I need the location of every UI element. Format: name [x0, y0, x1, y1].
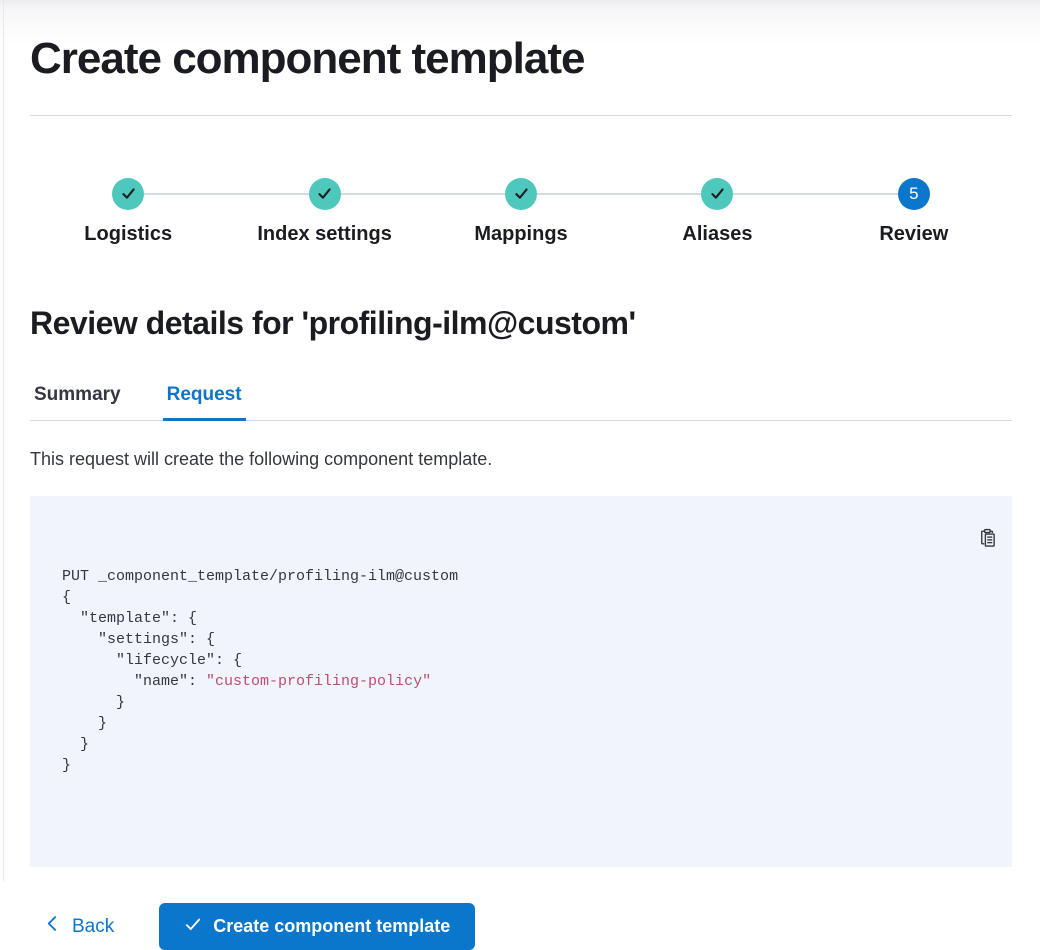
check-icon	[514, 188, 528, 199]
code-lines: PUT _component_template/profiling-ilm@cu…	[62, 566, 952, 776]
code-line: "name": "custom-profiling-policy"	[62, 673, 432, 691]
step-label: Index settings	[257, 222, 392, 245]
step-marker-row	[226, 177, 423, 210]
code-line: {	[62, 589, 72, 607]
code-line: "settings": {	[62, 631, 216, 649]
step-complete-circle[interactable]	[112, 177, 145, 210]
step-mappings[interactable]: Mappings	[422, 177, 620, 246]
request-description: This request will create the following c…	[30, 448, 493, 469]
code-line: }	[62, 757, 72, 775]
code-line: }	[62, 715, 108, 733]
request-code-block: PUT _component_template/profiling-ilm@cu…	[30, 496, 1012, 868]
step-marker-row	[30, 177, 227, 210]
step-connector	[815, 192, 898, 195]
step-complete-circle[interactable]	[701, 177, 734, 210]
title-divider	[30, 114, 1012, 116]
back-button-label: Back	[72, 915, 115, 937]
step-connector	[226, 192, 309, 195]
step-connector	[144, 192, 227, 195]
create-component-template-page: Create component template Logistics Index…	[30, 0, 1012, 950]
check-icon	[184, 915, 202, 938]
step-complete-circle[interactable]	[505, 177, 538, 210]
step-connector	[619, 192, 702, 195]
wizard-footer: Back Create component template	[30, 903, 1012, 950]
step-logistics[interactable]: Logistics	[30, 177, 227, 246]
back-button[interactable]: Back	[44, 915, 114, 938]
step-connector	[930, 193, 1012, 195]
create-component-template-button[interactable]: Create component template	[159, 903, 476, 950]
code-line: }	[62, 736, 90, 754]
review-tabs: Summary Request	[30, 384, 1012, 421]
step-label: Review	[879, 222, 949, 245]
copy-button[interactable]	[962, 528, 995, 550]
tab-request[interactable]: Request	[162, 384, 246, 421]
chevron-left-icon	[44, 915, 61, 938]
step-connector	[733, 192, 816, 195]
step-label: Aliases	[682, 222, 753, 245]
check-icon	[711, 188, 724, 199]
tab-summary[interactable]: Summary	[34, 383, 121, 405]
step-complete-circle[interactable]	[308, 177, 341, 210]
check-icon	[122, 188, 135, 199]
code-line: "template": {	[62, 610, 198, 628]
check-icon	[318, 188, 331, 199]
step-connector	[340, 192, 423, 195]
panel-left-border	[3, 0, 4, 881]
step-number-circle[interactable]: 5	[897, 177, 930, 210]
step-label: Mappings	[474, 222, 568, 245]
code-line: }	[62, 694, 126, 712]
step-marker-row	[422, 177, 620, 210]
step-label: Logistics	[84, 222, 173, 245]
step-marker-row	[619, 177, 816, 210]
step-marker-row: 5	[815, 177, 1012, 210]
create-button-label: Create component template	[213, 916, 451, 937]
page-title: Create component template	[30, 34, 585, 83]
code-line: PUT _component_template/profiling-ilm@cu…	[62, 568, 459, 586]
review-heading: Review details for 'profiling-ilm@custom…	[30, 304, 636, 341]
step-connector	[537, 192, 620, 195]
code-line: "lifecycle": {	[62, 652, 243, 670]
step-connector	[422, 192, 506, 195]
step-index-settings[interactable]: Index settings	[226, 177, 423, 246]
step-connector	[30, 193, 112, 195]
step-aliases[interactable]: Aliases	[619, 177, 816, 246]
copy-clipboard-icon	[948, 513, 998, 566]
